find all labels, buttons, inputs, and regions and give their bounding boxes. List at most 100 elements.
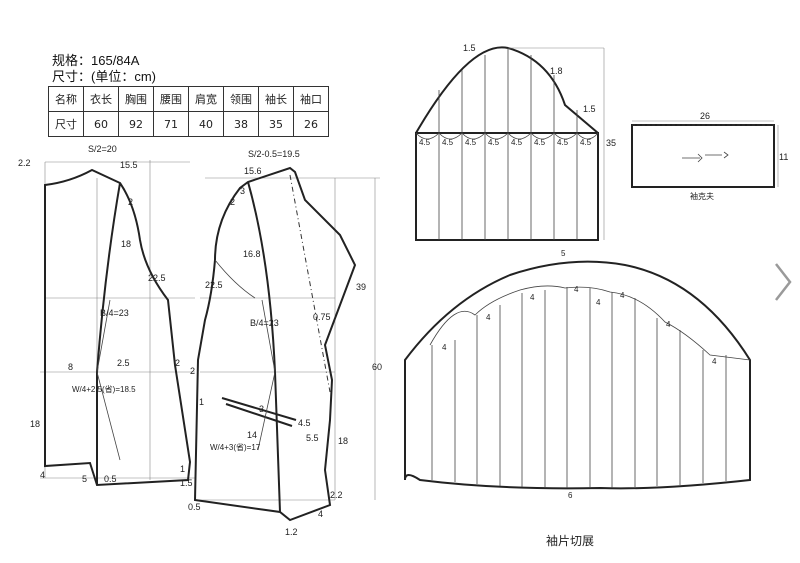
- dim-label: 22.5: [205, 280, 223, 290]
- dim-label: B/4=23: [250, 318, 279, 328]
- dim-label: 4: [530, 293, 535, 302]
- size-table-cell: 袖口: [293, 86, 329, 112]
- dim-label: 16.8: [243, 249, 261, 259]
- dim-label: 18: [121, 239, 131, 249]
- chevron-right-icon-glyph: [775, 263, 792, 301]
- dim-label: 4: [486, 313, 491, 322]
- size-table-cell: 名称: [48, 86, 84, 112]
- dim-label: 4: [574, 285, 579, 294]
- dim-label: 2.2: [330, 490, 343, 500]
- sleeve-spread-caption: 袖片切展: [546, 533, 594, 548]
- dim-label: 39: [356, 282, 366, 292]
- cuff-rect: [631, 124, 775, 188]
- dim-label: W/4+2.5(省)=18.5: [72, 384, 136, 394]
- front-armhole-guide: [214, 259, 256, 299]
- sleeve-spread-upper: [429, 285, 751, 361]
- size-table-cell: 40: [188, 111, 224, 137]
- dim-label: 18: [30, 419, 40, 429]
- dim-label: 4: [712, 357, 717, 366]
- size-table: 名称 衣长 胸围 腰围 肩宽 领围 袖长 袖口 尺寸 60 92 71 40 3…: [48, 86, 329, 137]
- dim-label: 4.5: [488, 138, 500, 147]
- size-table-cell: 35: [258, 111, 294, 137]
- size-table-cell: 领围: [223, 86, 259, 112]
- spec-unit-label: 尺寸：(单位：cm): [52, 69, 156, 84]
- dim-label: 4.5: [419, 138, 431, 147]
- dim-label: 22.5: [148, 273, 166, 283]
- dim-label: 4.5: [557, 138, 569, 147]
- sleeve-rect: [415, 132, 599, 241]
- dim-label: 6: [568, 491, 573, 500]
- dim-label: 0.5: [188, 502, 201, 512]
- dim-label: 3: [240, 186, 245, 196]
- size-table-cell: 26: [293, 111, 329, 137]
- dim-label: 18: [338, 436, 348, 446]
- dim-label: 0.5: [104, 474, 117, 484]
- dim-label: S/2-0.5=19.5: [248, 149, 300, 159]
- dim-label: 2: [190, 366, 195, 376]
- dim-label: 4.5: [298, 418, 311, 428]
- dim-label: 15.5: [120, 160, 138, 170]
- dim-label: 5.5: [306, 433, 319, 443]
- front-princess-seam: [247, 181, 281, 513]
- cuff-caption: 袖克夫: [690, 191, 714, 201]
- dim-label: 60: [372, 362, 382, 372]
- back-princess-seam: [96, 182, 121, 485]
- sleeve-cut-lines: [438, 48, 578, 240]
- dim-label: 3: [259, 404, 264, 414]
- dim-label: 4.5: [511, 138, 523, 147]
- size-table-cell: 71: [153, 111, 189, 137]
- dim-label: 5: [82, 474, 87, 484]
- dim-label: 15.6: [244, 166, 262, 176]
- sleeve-scallop: [415, 132, 599, 140]
- sleeve-spread: 5 4 4 4 4 4 4 4 4 6 袖片切展: [404, 249, 751, 548]
- dim-label: 4.5: [534, 138, 546, 147]
- dim-label: 4.5: [465, 138, 477, 147]
- dim-label: 2.5: [117, 358, 130, 368]
- dim-label: 1.5: [180, 478, 193, 488]
- dim-label: 1.8: [550, 66, 563, 76]
- dim-label: W/4+3(省)=17: [210, 442, 261, 452]
- dim-label: 1.5: [463, 43, 476, 53]
- welt-pocket: [221, 397, 297, 427]
- sleeve-cap: [415, 46, 599, 134]
- dim-label: 8: [68, 362, 73, 372]
- back-pattern: 2.2 S/2=20 15.5 2 18 22.5 B/4=23 8 2.5 2…: [18, 144, 195, 488]
- dim-label: 4.5: [580, 138, 592, 147]
- dim-label: 1: [199, 397, 204, 407]
- front-dart: [257, 299, 276, 451]
- dim-label: 4.5: [442, 138, 454, 147]
- dim-label: B/4=23: [100, 308, 129, 318]
- spread-cut-lines: [431, 287, 727, 488]
- sleeve-draft: 1.5 1.8 1.5 35 4.5 4.5 4.5 4.5 4.5 4.5 4…: [415, 43, 616, 241]
- cuff-pattern: 26 11 袖克夫: [631, 111, 788, 201]
- dim-label: 4: [442, 343, 447, 352]
- size-table-cell: 肩宽: [188, 86, 224, 112]
- size-table-value-row: 尺寸 60 92 71 40 38 35 26: [48, 111, 329, 137]
- center-front-line: [289, 174, 331, 393]
- front-pattern: S/2-0.5=19.5 15.6 3 2 16.8 22.5 B/4=23 0…: [188, 149, 382, 537]
- dim-label: 11: [779, 152, 788, 162]
- size-table-cell: 92: [118, 111, 154, 137]
- dim-label: 5: [561, 249, 566, 258]
- dim-label: 35: [606, 138, 616, 148]
- front-outline: [193, 166, 357, 522]
- dim-label: 4: [40, 470, 45, 480]
- dim-label: 4: [620, 291, 625, 300]
- dim-label: 2: [230, 197, 235, 207]
- grain-arrow-icon: [682, 151, 729, 163]
- dim-label: 0.75: [313, 312, 331, 322]
- dim-label: 1.5: [583, 104, 596, 114]
- chevron-right-icon[interactable]: [772, 260, 794, 304]
- back-dart: [96, 299, 121, 461]
- back-outline: [44, 168, 192, 487]
- size-table-cell: 袖长: [258, 86, 294, 112]
- size-table-cell: 尺寸: [48, 111, 84, 137]
- size-table-cell: 胸围: [118, 86, 154, 112]
- dim-label: 4: [318, 509, 323, 519]
- dim-label: 2.2: [18, 158, 31, 168]
- dim-label: 1: [180, 464, 185, 474]
- dim-label: 2: [128, 197, 133, 207]
- dim-label: 2: [175, 358, 180, 368]
- dim-label: 4: [596, 298, 601, 307]
